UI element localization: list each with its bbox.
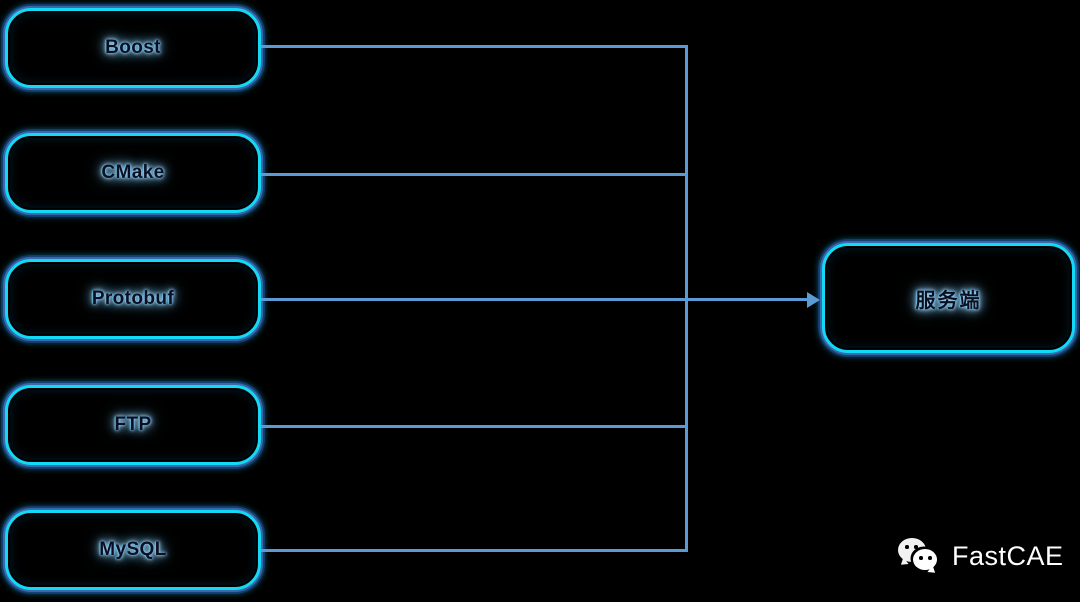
arrow-head-icon	[807, 291, 820, 308]
brand-name: FastCAE	[952, 540, 1064, 571]
node-mysql-label: MySQL	[99, 539, 167, 560]
node-ftp-label: FTP	[114, 414, 152, 435]
node-server[interactable]: 服务端	[822, 243, 1075, 353]
wechat-dot	[905, 545, 909, 549]
wechat-dot	[928, 556, 932, 560]
node-protobuf-label: Protobuf	[91, 288, 175, 309]
node-boost-label: Boost	[105, 37, 161, 58]
wechat-icon	[898, 538, 942, 574]
connector-protobuf-to-bus	[261, 298, 688, 301]
wechat-dot	[919, 556, 923, 560]
brand-watermark: FastCAE	[898, 538, 1064, 574]
connector-vertical-bus	[685, 45, 688, 552]
node-ftp[interactable]: FTP	[5, 385, 261, 465]
node-server-label: 服务端	[915, 289, 982, 312]
connector-boost-to-bus	[261, 45, 688, 48]
connector-cmake-to-bus	[261, 173, 688, 176]
node-boost[interactable]: Boost	[5, 8, 261, 88]
node-cmake[interactable]: CMake	[5, 133, 261, 213]
connector-bus-to-server	[688, 298, 810, 301]
node-cmake-label: CMake	[101, 162, 165, 183]
wechat-bubble-small	[913, 549, 937, 570]
connector-mysql-to-bus	[261, 549, 688, 552]
node-mysql[interactable]: MySQL	[5, 510, 261, 590]
node-protobuf[interactable]: Protobuf	[5, 259, 261, 339]
wechat-dot	[914, 545, 918, 549]
connector-ftp-to-bus	[261, 425, 688, 428]
